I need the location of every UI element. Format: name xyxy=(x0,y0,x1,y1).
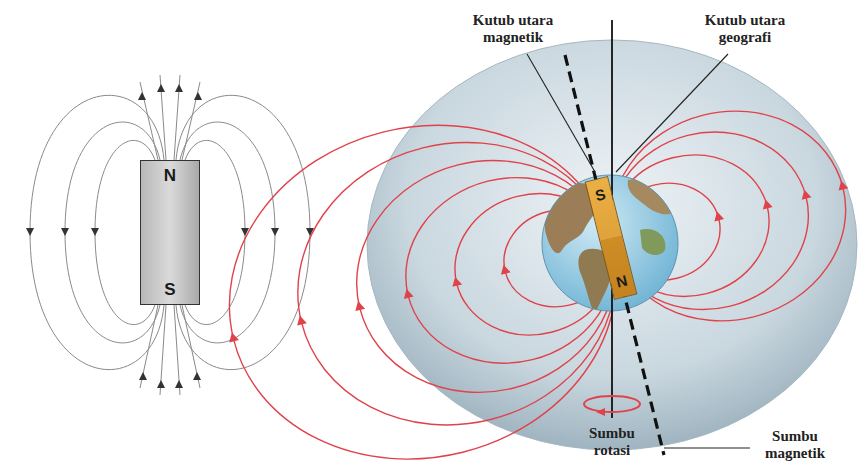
axis-label: Sumbu rotasi xyxy=(577,425,647,460)
field-lines xyxy=(30,75,310,395)
pole-letter: S xyxy=(594,186,607,203)
pole-label: Kutub utara geografi xyxy=(695,12,795,47)
earth-globe xyxy=(542,175,678,315)
pole-letter: N xyxy=(615,273,629,290)
earth-field-lines xyxy=(194,27,865,468)
pole-letter: N xyxy=(164,167,176,184)
magnetic-axis xyxy=(565,55,664,455)
pole-label: Kutub utara magnetik xyxy=(463,12,563,47)
rotation-arrow xyxy=(584,396,640,416)
leader-lines xyxy=(527,54,750,448)
earth-field-arrows xyxy=(227,179,848,342)
field-arrows xyxy=(26,84,314,388)
pole-letter: S xyxy=(164,281,175,298)
bar-magnet: NS xyxy=(140,160,200,305)
axis-label: Sumbu magnetik xyxy=(755,428,835,463)
